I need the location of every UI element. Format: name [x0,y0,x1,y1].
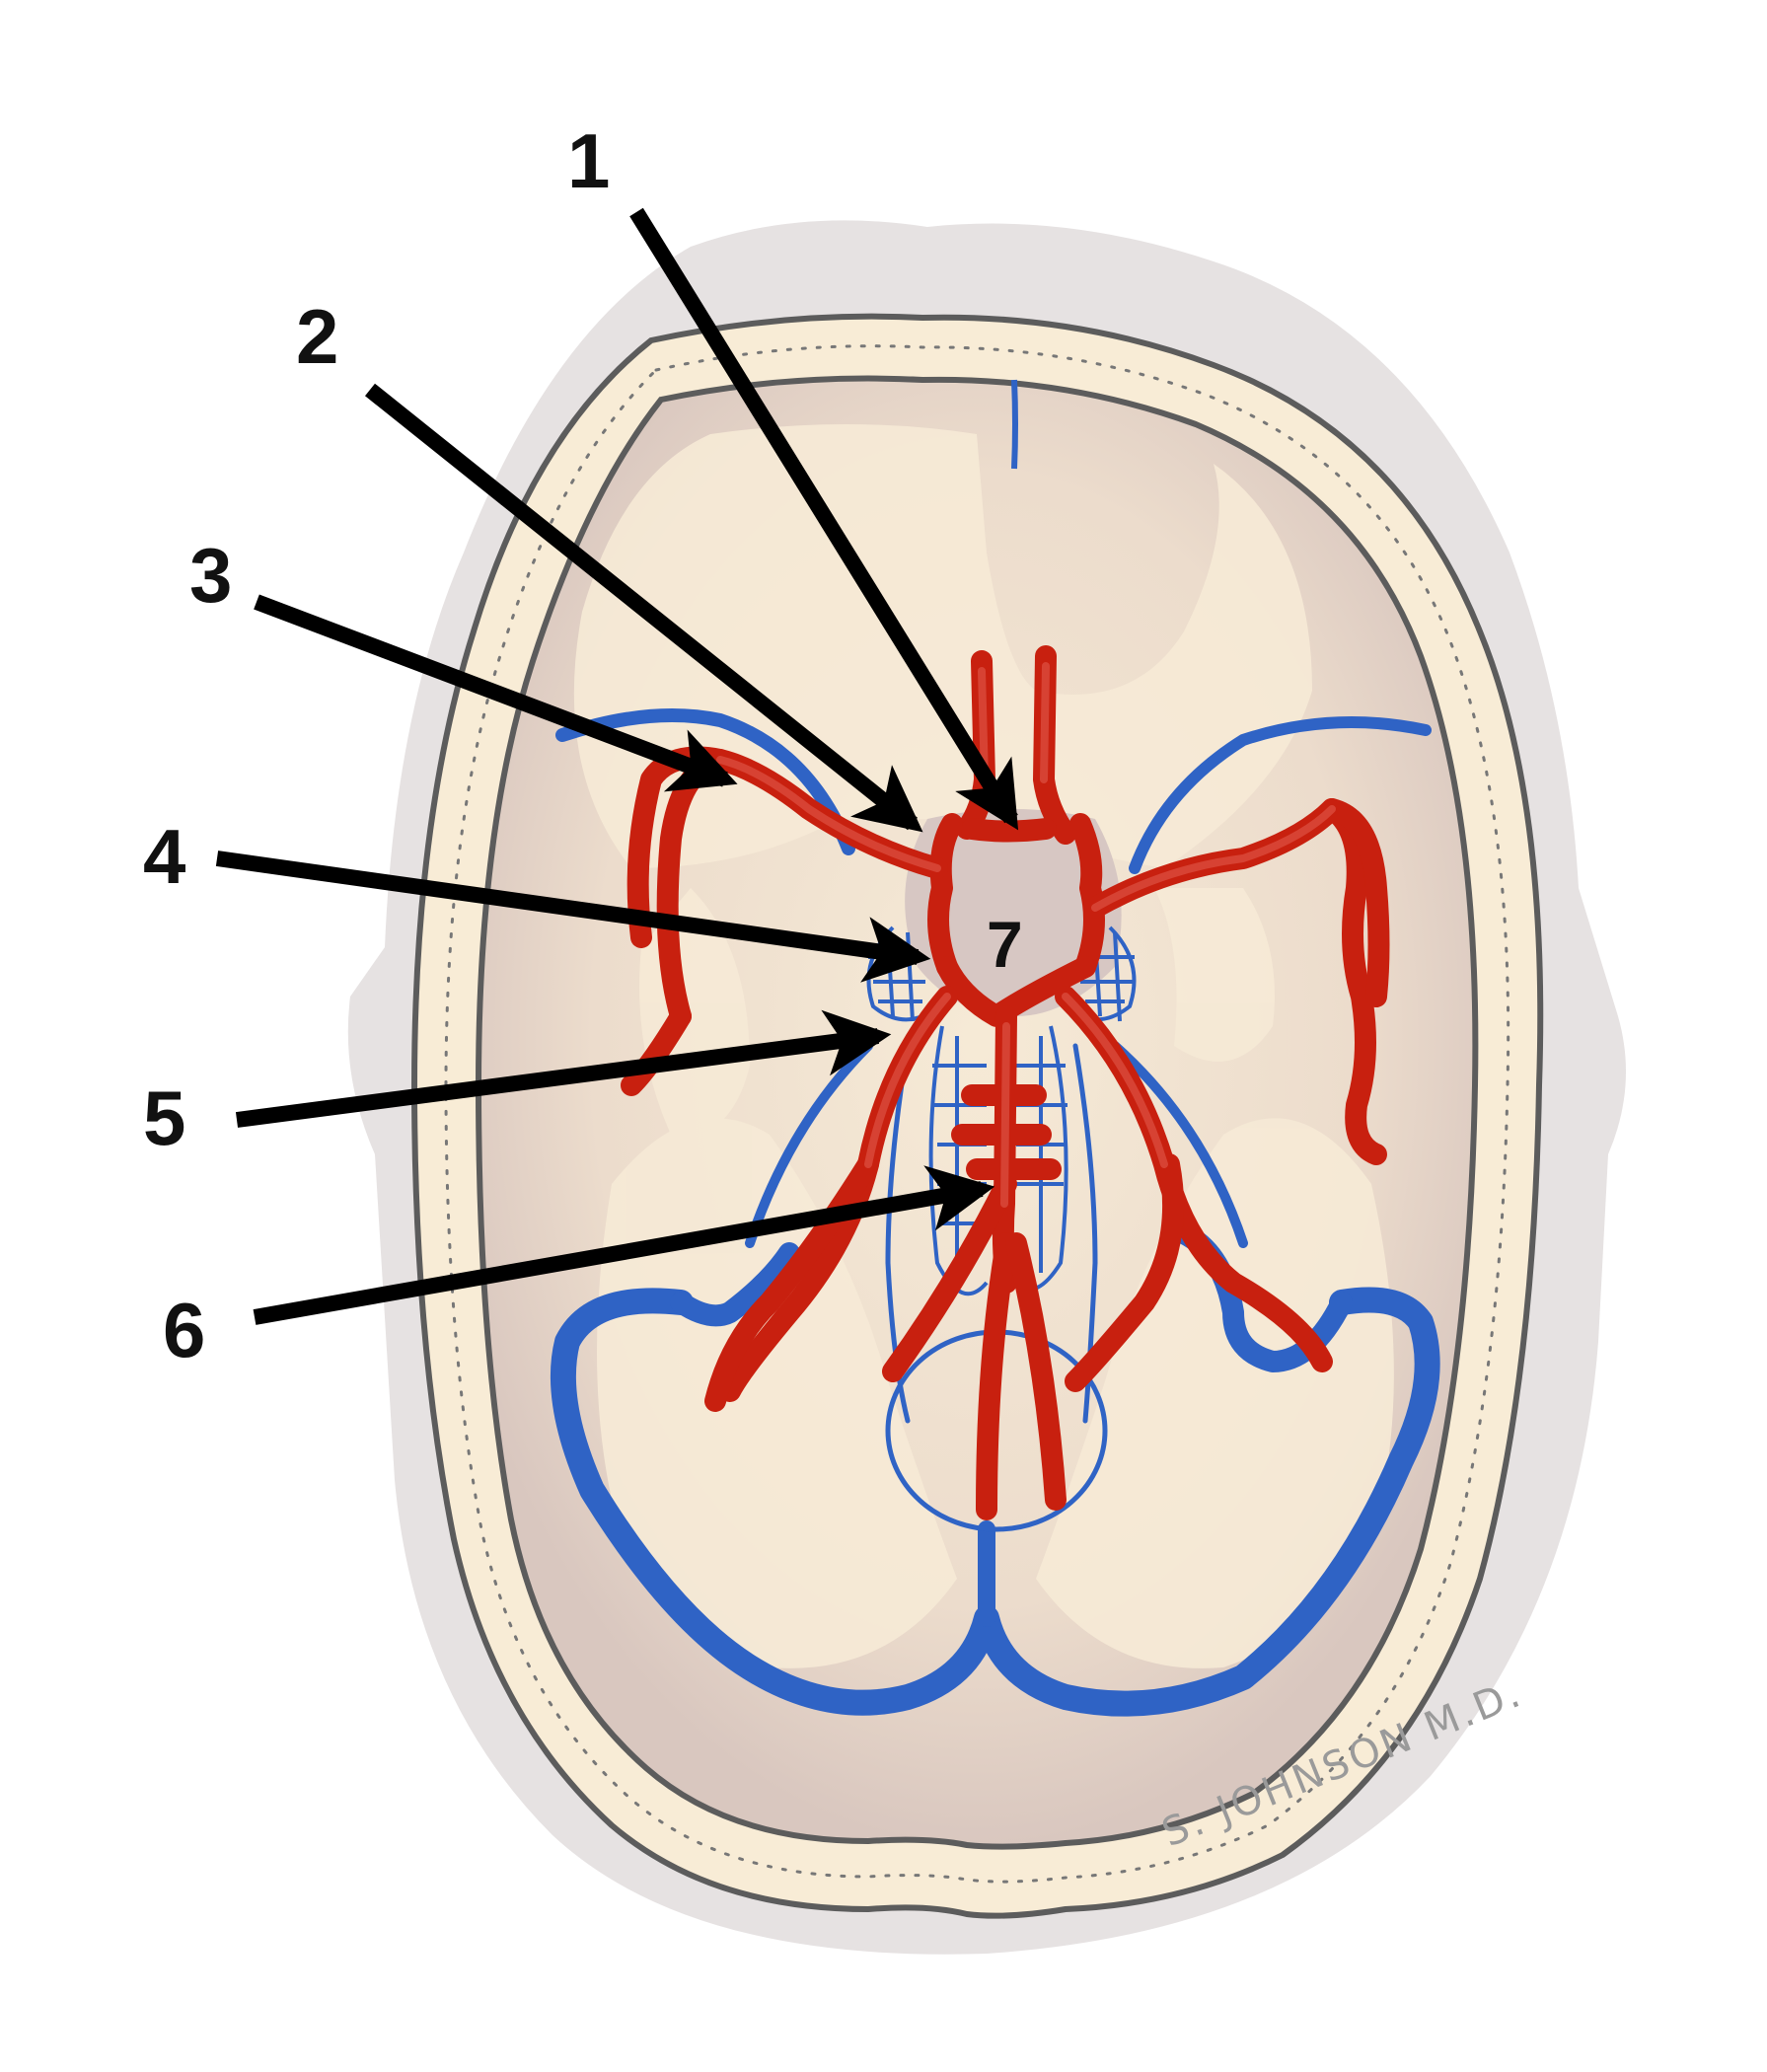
arrow-2 [365,383,923,833]
label-5: 5 [143,1074,185,1161]
arrow-3 [254,594,738,792]
arrow-5 [235,1009,892,1128]
arrow-1 [629,207,1019,831]
falx-vein [1011,379,1018,470]
arrow-6 [253,1165,995,1325]
label-2: 2 [296,293,338,380]
label-7: 7 [987,908,1023,981]
label-4: 4 [143,813,185,900]
leader-arrows [215,207,1019,1325]
label-6: 6 [163,1287,205,1373]
label-3: 3 [189,532,232,619]
brain-lobes [573,424,1394,1668]
arrow-4 [215,851,931,983]
label-1: 1 [567,117,610,204]
